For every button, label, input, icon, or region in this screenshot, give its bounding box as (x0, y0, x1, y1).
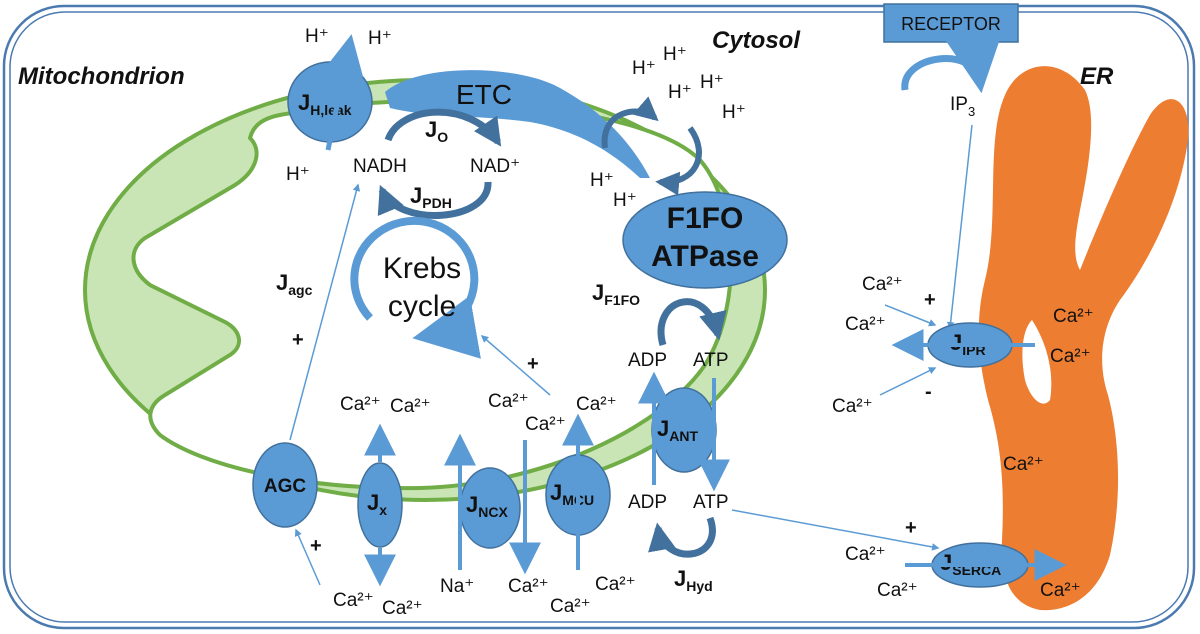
agc-to-nadh-arrow (289, 183, 361, 441)
j-pdh-cycle-arrow (377, 181, 492, 219)
agc-label: AGC (264, 476, 307, 497)
j-agc-label: Jagc (276, 270, 313, 298)
agc-plus-sign-upper: + (292, 329, 304, 351)
j-f1fo-cycle-arrow (657, 298, 727, 346)
ca2-label: Ca²⁺ (390, 396, 431, 417)
nadh-label: NADH (353, 156, 407, 177)
ca2-label: Ca²⁺ (1040, 580, 1081, 601)
ca2-label: Ca²⁺ (333, 590, 374, 611)
adp-label-top: ADP (628, 350, 667, 371)
j-ncx-label: JNCX (466, 492, 508, 520)
mitochondrion-title: Mitochondrion (18, 63, 185, 90)
f1fo-label-line1: F1FO (667, 202, 744, 235)
agc-transporter[interactable] (252, 442, 318, 528)
krebs-plus-sign: + (527, 353, 539, 375)
adp-label-bottom: ADP (628, 492, 667, 513)
cytosol-title: Cytosol (712, 27, 801, 54)
j-hleak-label: JH,leak (298, 90, 352, 118)
cell-inner-border (9, 11, 1189, 623)
j-o-cycle-arrow (384, 108, 502, 147)
serca-plus-sign: + (905, 517, 917, 539)
ca-activation-arrow (884, 304, 937, 327)
ca2-label: Ca²⁺ (340, 394, 381, 415)
krebs-label-line1: Krebs (383, 252, 461, 285)
atp-label-top: ATP (693, 350, 729, 371)
j-hyd-cycle-arrow (648, 516, 716, 558)
agc-plus-sign-lower: + (310, 535, 322, 557)
h-plus-label: H⁺ (663, 44, 687, 65)
h-pump-curve-2 (655, 126, 702, 196)
receptor-label: RECEPTOR (901, 14, 1001, 34)
j-hyd-label: JHyd (674, 566, 713, 594)
ca2-label: Ca²⁺ (525, 414, 566, 435)
h-plus-label: H⁺ (368, 28, 392, 49)
atp-label-bottom: ATP (693, 492, 729, 513)
f1fo-label-line2: ATPase (651, 240, 759, 273)
cell-outer-border (2, 4, 1196, 630)
ca2-label: Ca²⁺ (508, 576, 549, 597)
ca2-label: Ca²⁺ (1053, 306, 1094, 327)
etc-complex (385, 70, 650, 178)
h-plus-label: H⁺ (700, 72, 724, 93)
j-pdh-label: JPDH (410, 183, 452, 211)
ca2-label: Ca²⁺ (576, 394, 617, 415)
ca2-label: Ca²⁺ (1003, 454, 1044, 475)
er-title: ER (1080, 63, 1114, 90)
h-plus-label: H⁺ (722, 102, 746, 123)
j-hleak-arrow (324, 34, 364, 151)
h-pump-curve-1 (601, 96, 659, 149)
ca2-label: Ca²⁺ (862, 274, 903, 295)
f1fo-atpase[interactable] (622, 191, 788, 289)
j-x-transporter[interactable] (357, 462, 403, 548)
h-plus-label: H⁺ (286, 164, 310, 185)
j-o-label: JO (425, 117, 448, 145)
ip3-to-ipr-arrow (946, 124, 973, 330)
mcu-ca-to-krebs-arrow (480, 335, 551, 396)
ipr-minus-sign: - (925, 381, 932, 403)
ca2-label: Ca²⁺ (877, 580, 918, 601)
nad-plus-label: NAD⁺ (470, 156, 520, 177)
h-plus-label: H⁺ (305, 26, 329, 47)
ca-inhibition-arrow (879, 367, 937, 396)
ca2-label: Ca²⁺ (832, 396, 873, 417)
ca2-label: Ca²⁺ (845, 314, 886, 335)
ca2-label: Ca²⁺ (595, 574, 636, 595)
ca-to-agc-arrow (294, 528, 321, 586)
ip3-label: IP3 (950, 94, 975, 119)
ca2-label: Ca²⁺ (550, 596, 591, 617)
receptor-curve-arrow (901, 33, 1002, 94)
krebs-cycle-ring (350, 216, 481, 359)
h-plus-label: H⁺ (613, 190, 637, 211)
j-ant-label: JANT (657, 416, 698, 444)
j-f1fo-label: JF1FO (592, 280, 640, 308)
etc-label: ETC (456, 79, 512, 110)
krebs-label-line2: cycle (388, 290, 456, 323)
er-body (978, 66, 1189, 611)
na-plus-label: Na⁺ (440, 576, 474, 597)
er-cleft (1022, 320, 1052, 404)
h-plus-label: H⁺ (590, 170, 614, 191)
h-plus-label: H⁺ (668, 82, 692, 103)
ipr-plus-sign: + (924, 289, 936, 311)
ca2-label: Ca²⁺ (488, 391, 529, 412)
ca2-label: Ca²⁺ (845, 544, 886, 565)
ca2-label: Ca²⁺ (1050, 346, 1091, 367)
j-x-label: Jx (367, 490, 387, 518)
ca2-label: Ca²⁺ (382, 598, 423, 619)
h-plus-label: H⁺ (632, 58, 656, 79)
atp-to-serca-arrow (731, 509, 940, 551)
